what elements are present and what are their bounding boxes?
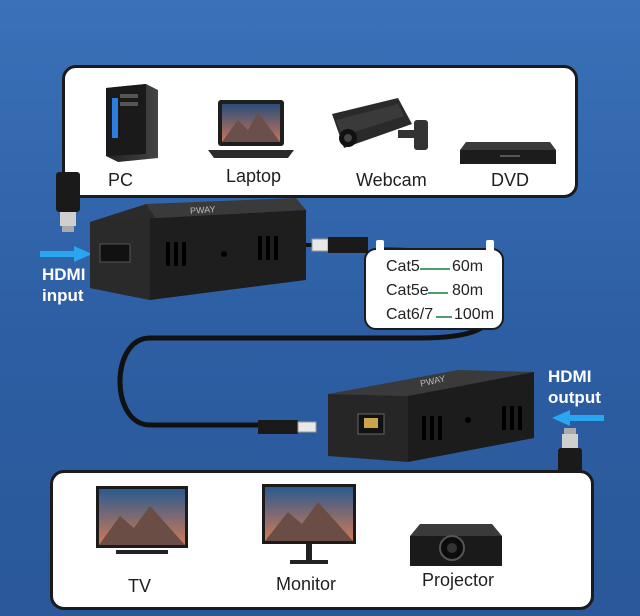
cable-spec-row-0: Cat5 60m — [366, 258, 502, 280]
pc-tower-icon — [106, 84, 158, 162]
cable-spec-line — [436, 316, 452, 318]
cable-spec-card: Cat5 60m Cat5e 80m Cat6/7 100m — [364, 248, 504, 330]
rj45-plug-transmitter — [311, 237, 368, 253]
cable-spec-line — [420, 268, 450, 270]
cable-distance-value: 100m — [454, 306, 495, 323]
display-label-projector: Projector — [422, 570, 495, 590]
transmitter-brand: PWAY — [189, 204, 216, 216]
cable-type-label: Cat5e — [386, 282, 429, 299]
cable-type-label: Cat5 — [386, 258, 420, 275]
monitor-icon — [262, 484, 356, 564]
rj45-plug-receiver — [258, 420, 317, 434]
cable-distance-value: 60m — [452, 258, 484, 275]
projector-icon — [410, 524, 502, 566]
cable-spec-row-1: Cat5e 80m — [366, 282, 502, 304]
cable-clip — [486, 240, 494, 254]
laptop-icon — [208, 100, 294, 158]
hdmi-output-label: HDMI output — [548, 367, 601, 407]
hdmi-input-arrow-icon — [40, 246, 92, 262]
hdmi-input-label: HDMI input — [42, 265, 86, 305]
source-label-webcam: Webcam — [356, 170, 427, 190]
display-label-monitor: Monitor — [276, 574, 337, 594]
cable-spec-row-2: Cat6/7 100m — [366, 306, 502, 328]
webcam-icon — [332, 98, 428, 150]
source-label-pc: PC — [108, 170, 134, 190]
dvd-player-icon — [460, 142, 556, 164]
cable-clip — [376, 240, 384, 254]
source-label-laptop: Laptop — [226, 166, 282, 186]
source-label-dvd: DVD — [491, 170, 530, 190]
cable-type-label: Cat6/7 — [386, 306, 434, 323]
hdmi-input-plug — [56, 172, 80, 232]
hdmi-output-arrow-icon — [552, 410, 604, 426]
transmitter-box — [90, 198, 306, 300]
receiver-box — [328, 370, 534, 462]
cable-distance-value: 80m — [452, 282, 484, 299]
tv-icon — [96, 486, 188, 554]
cable-spec-line — [428, 292, 448, 294]
display-label-tv: TV — [128, 576, 152, 596]
